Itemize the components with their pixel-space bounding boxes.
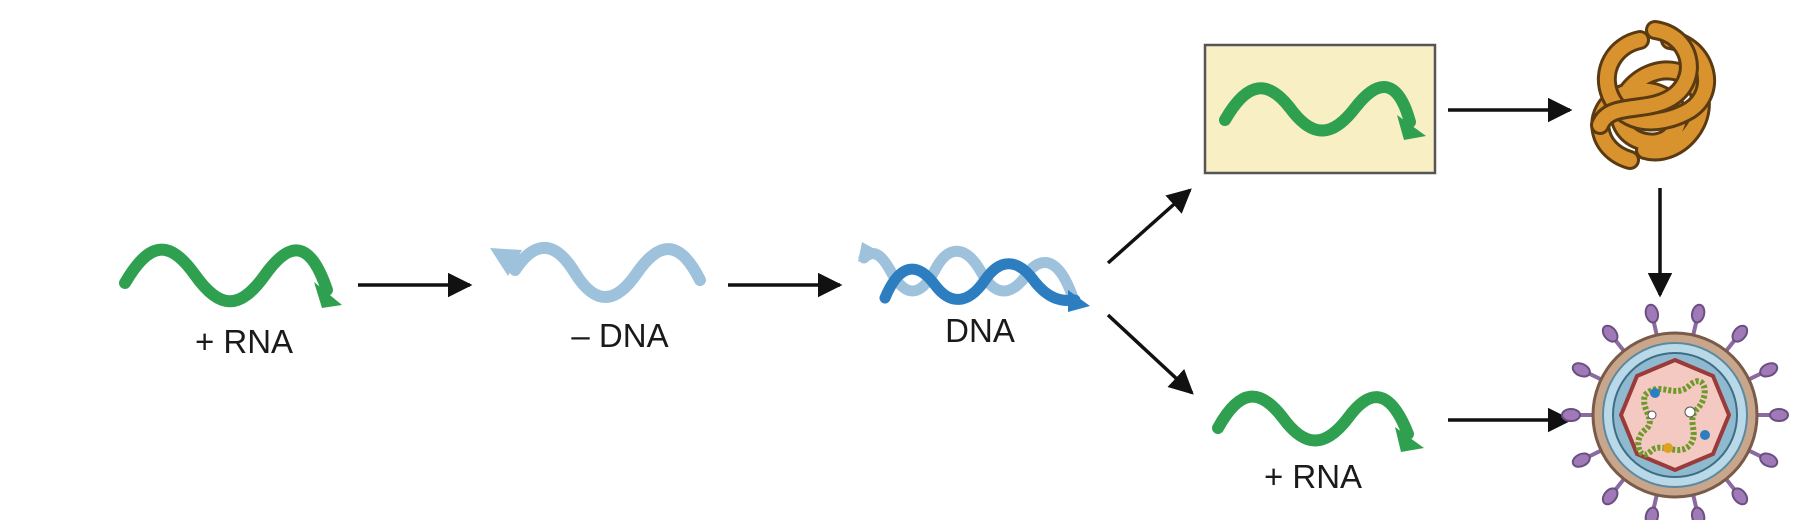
virus-spike-head bbox=[1571, 362, 1591, 378]
virus-spike-head bbox=[1759, 452, 1779, 468]
virus-spike-head bbox=[1690, 303, 1706, 324]
mrna-box bbox=[1203, 43, 1437, 175]
virus-spike-head bbox=[1731, 487, 1749, 506]
virus-spike-head bbox=[1571, 452, 1591, 468]
virus-spike-head bbox=[1561, 408, 1581, 422]
arrow-dna-to-mrna bbox=[1106, 188, 1192, 265]
plus-rna-strand-input bbox=[119, 243, 342, 308]
plus-rna-strand-output bbox=[1212, 390, 1424, 452]
label-minus-dna: – DNA bbox=[571, 317, 668, 354]
virus-spike-head bbox=[1731, 324, 1749, 343]
protein-knot-icon bbox=[1590, 20, 1717, 170]
virus-spike-head bbox=[1644, 506, 1660, 520]
virus-spike-head bbox=[1644, 303, 1660, 324]
virus-spike-head bbox=[1601, 487, 1619, 506]
virus-spike-head bbox=[1759, 362, 1779, 378]
virus-spike-head bbox=[1769, 408, 1789, 422]
label-dna: DNA bbox=[945, 312, 1015, 349]
label-plus-rna-output: + RNA bbox=[1264, 458, 1362, 495]
mrna-strand bbox=[1219, 81, 1426, 140]
arrow-dna-to-plus-rna bbox=[1106, 313, 1194, 395]
double-strand-dna bbox=[858, 242, 1090, 312]
minus-dna-strand bbox=[490, 241, 706, 303]
virus-spike-head bbox=[1601, 324, 1619, 343]
virus-particle-icon bbox=[1561, 303, 1789, 520]
label-plus-rna-input: + RNA bbox=[195, 323, 293, 360]
virus-spike-head bbox=[1690, 506, 1706, 520]
